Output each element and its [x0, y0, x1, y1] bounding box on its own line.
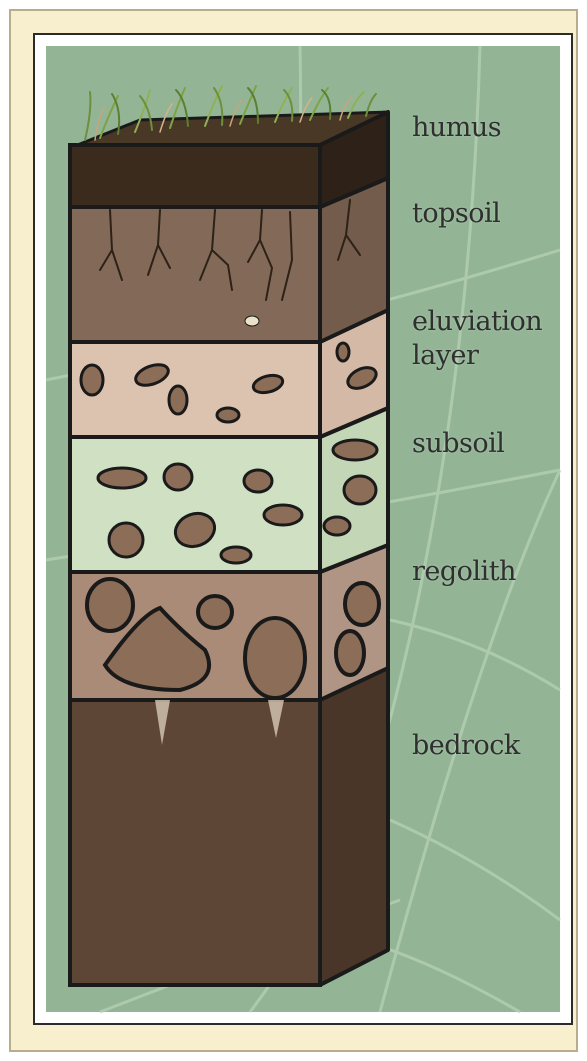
humus-front — [70, 145, 320, 207]
label-topsoil: topsoil — [412, 198, 500, 229]
topsoil-front — [70, 207, 320, 342]
label-humus: humus — [412, 112, 501, 143]
bedrock-side — [320, 668, 388, 985]
label-eluviation: eluviation — [412, 306, 542, 337]
topsoil-pebble — [245, 316, 259, 326]
bedrock-front — [70, 700, 320, 985]
label-subsoil: subsoil — [412, 428, 504, 459]
label-bedrock: bedrock — [412, 730, 520, 761]
label-eluviation-line2: layer — [412, 340, 478, 371]
label-regolith: regolith — [412, 556, 516, 587]
eluviation-front — [70, 342, 320, 437]
